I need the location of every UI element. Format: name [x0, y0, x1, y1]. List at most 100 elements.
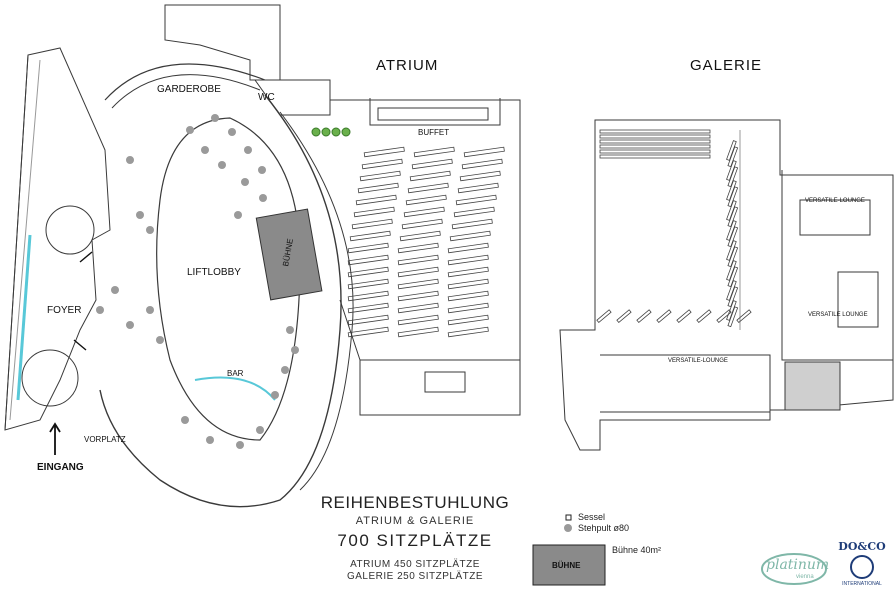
title-atrium-count: ATRIUM 450 SITZPLÄTZE [350, 559, 480, 570]
atrium-seat-row [397, 266, 439, 278]
kitchen [359, 359, 521, 416]
title-breakdown: ATRIUM 450 SITZPLÄTZE GALERIE 250 SITZPL… [300, 559, 530, 583]
label-eingang: EINGANG [37, 462, 84, 473]
stehpult-dot [111, 286, 119, 294]
label-wc: WC [258, 92, 275, 103]
label-versatile-lounge-1: VERSATILE-LOUNGE [805, 198, 865, 204]
galerie-seat-row [716, 309, 732, 324]
galerie-seat-row [599, 129, 711, 134]
stehpult-dot [186, 126, 194, 134]
galerie-seat-row [726, 300, 737, 321]
galerie-seat-row [727, 286, 739, 308]
atrium-seat-row [349, 230, 391, 242]
doco-logo-emblem [850, 555, 874, 579]
atrium-seat-row [447, 266, 489, 278]
stehpult-dot [211, 114, 219, 122]
stehpult-dot [201, 146, 209, 154]
galerie-seat-row [656, 309, 672, 324]
platinum-logo-text: platinum [766, 557, 830, 573]
label-foyer: FOYER [47, 305, 82, 316]
atrium-seat-row [359, 170, 401, 182]
atrium-seat-row [347, 314, 389, 326]
legend-sessel-symbol [565, 514, 572, 521]
atrium-seat-rows [347, 146, 505, 338]
title-sub: ATRIUM & GALERIE [355, 515, 475, 527]
atrium-seat-row [363, 146, 405, 158]
legend-stage-symbol [532, 544, 606, 586]
atrium-seat-row [461, 158, 503, 170]
stehpult-dot [256, 426, 264, 434]
galerie-seat-row [727, 246, 739, 268]
stehpult-dot [271, 391, 279, 399]
label-atrium: ATRIUM [376, 57, 439, 74]
glass-facade [16, 234, 32, 401]
legend-buehne: Bühne 40m² [612, 545, 662, 555]
atrium-seat-row [447, 314, 489, 326]
atrium-seat-row [453, 206, 495, 218]
atrium-seat-row [463, 146, 505, 158]
galerie-seat-row [727, 146, 739, 168]
galerie-seat-row [636, 309, 652, 324]
label-versatile-lounge-3: VERSATILE-LOUNGE [668, 358, 728, 364]
atrium-seat-row [407, 182, 449, 194]
galerie-seat-row [726, 160, 737, 181]
atrium-seat-row [397, 302, 439, 314]
stehpult-dot [291, 346, 299, 354]
label-versatile-lounge-2: VERSATILE LOUNGE [808, 312, 868, 318]
atrium-seat-row [413, 146, 455, 158]
atrium-seat-row [397, 254, 439, 266]
atrium-seat-row [447, 326, 489, 338]
galerie-seat-row [726, 240, 737, 261]
garderobe-wall [104, 63, 266, 101]
stage-block [255, 208, 323, 301]
galerie-seat-row [599, 144, 711, 149]
stehpult-dots [96, 114, 299, 449]
legend-stehpult: Stehpult ø80 [578, 523, 630, 533]
stehpult-dot [181, 416, 189, 424]
atrium-seat-row [347, 266, 389, 278]
galerie-seat-row [736, 309, 752, 324]
doco-logo-text: DO&CO [838, 540, 886, 553]
stehpult-dot [236, 441, 244, 449]
atrium-seat-row [397, 278, 439, 290]
atrium-seat-row [447, 278, 489, 290]
stehpult-dot [146, 306, 154, 314]
stehpult-dot [96, 306, 104, 314]
label-vorplatz: VORPLATZ [84, 435, 126, 444]
atrium-seat-row [357, 182, 399, 194]
atrium-seat-row [447, 302, 489, 314]
title-galerie-count: GALERIE 250 SITZPLÄTZE [346, 571, 484, 582]
galerie-seat-row [616, 309, 632, 324]
stehpult-dot [244, 146, 252, 154]
label-garderobe: GARDEROBE [157, 84, 221, 95]
galerie-seat-row [727, 226, 739, 248]
atrium-seat-row [347, 254, 389, 266]
legend-stage-label: BÜHNE [552, 561, 581, 570]
galerie-seat-row [727, 306, 739, 328]
foyer-outline [4, 47, 111, 431]
atrium-seat-row [397, 290, 439, 302]
galerie-outline [559, 119, 894, 451]
stehpult-dot [206, 436, 214, 444]
galerie-seat-row [726, 220, 737, 241]
stehpult-dot [281, 366, 289, 374]
title-capacity: 700 SITZPLÄTZE [337, 531, 493, 550]
galerie-seat-row [727, 166, 739, 188]
legend-stehpult-symbol [564, 524, 572, 532]
atrium-seat-row [457, 182, 499, 194]
atrium-seat-row [351, 218, 393, 230]
galerie-seat-row [696, 309, 712, 324]
atrium-seat-row [447, 254, 489, 266]
stehpult-dot [241, 178, 249, 186]
atrium-seat-row [451, 218, 493, 230]
stehpult-dot [146, 226, 154, 234]
galerie-seat-rows [596, 129, 752, 328]
galerie-seat-row [726, 180, 737, 201]
stehpult-dot [126, 321, 134, 329]
atrium-seat-row [447, 242, 489, 254]
platinum-logo: platinum vienna [760, 552, 830, 586]
atrium-seat-row [411, 158, 453, 170]
galerie-seat-row [726, 280, 737, 301]
stehpult-dot [258, 166, 266, 174]
